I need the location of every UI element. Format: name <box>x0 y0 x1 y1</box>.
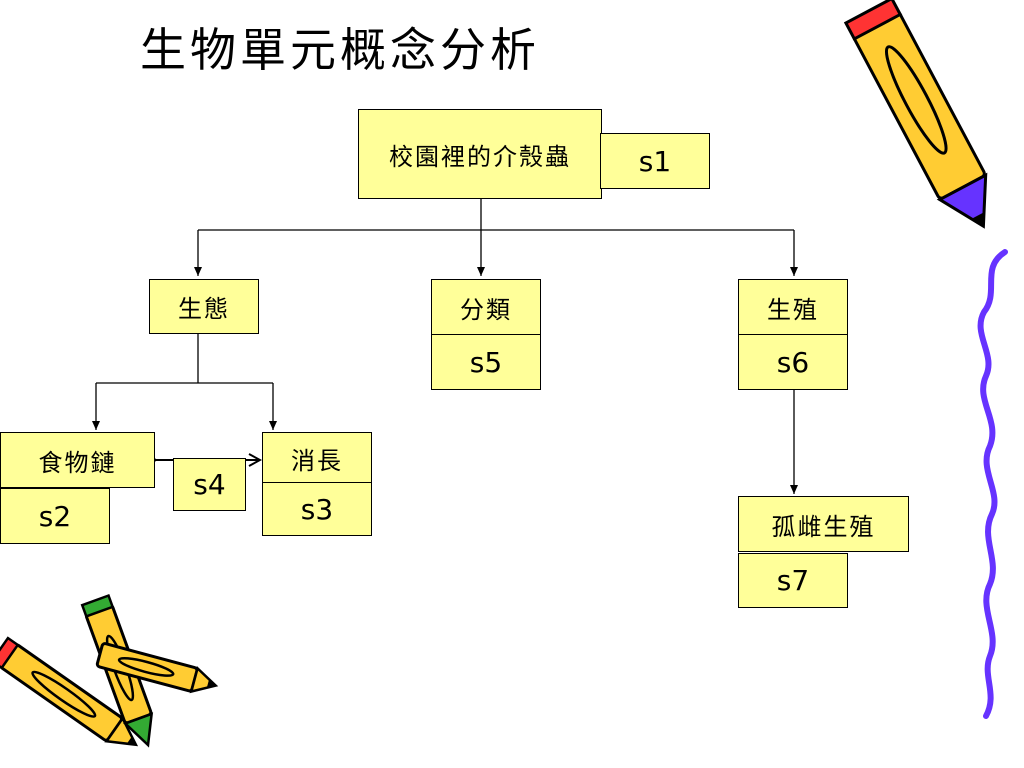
node-foodchain-label: 食物鏈 <box>38 448 117 477</box>
code-s7: s7 <box>738 553 848 608</box>
code-s4-text: s4 <box>193 468 226 501</box>
code-s4: s4 <box>173 458 246 511</box>
node-root-label: 校園裡的介殼蟲 <box>389 142 571 171</box>
node-parthenogenesis: 孤雌生殖 <box>738 496 909 552</box>
wavy-line-decoration <box>977 249 1008 719</box>
code-s3-text: s3 <box>300 492 334 526</box>
code-s3: s3 <box>262 482 372 536</box>
node-reproduce: 生殖 <box>738 279 848 335</box>
node-classify: 分類 <box>431 279 541 335</box>
code-s1: s1 <box>600 133 710 189</box>
code-s6-text: s6 <box>776 345 810 379</box>
code-s2-text: s2 <box>38 499 72 533</box>
node-growth-label: 消長 <box>291 446 343 475</box>
node-foodchain: 食物鏈 <box>0 432 155 488</box>
code-s5: s5 <box>431 334 541 390</box>
node-ecology: 生態 <box>149 279 259 334</box>
node-classify-label: 分類 <box>460 295 512 324</box>
node-reproduce-label: 生殖 <box>767 295 819 324</box>
node-growth: 消長 <box>262 432 372 484</box>
pencil-icon <box>843 0 988 229</box>
node-ecology-label: 生態 <box>178 295 230 323</box>
code-s7-text: s7 <box>776 564 810 597</box>
pencils-icon <box>0 593 219 748</box>
code-s5-text: s5 <box>469 345 503 379</box>
page-title: 生物單元概念分析 <box>140 23 540 77</box>
code-s2: s2 <box>0 488 110 544</box>
code-s1-text: s1 <box>638 144 672 178</box>
code-s6: s6 <box>738 334 848 390</box>
node-parthenogenesis-label: 孤雌生殖 <box>771 512 876 541</box>
